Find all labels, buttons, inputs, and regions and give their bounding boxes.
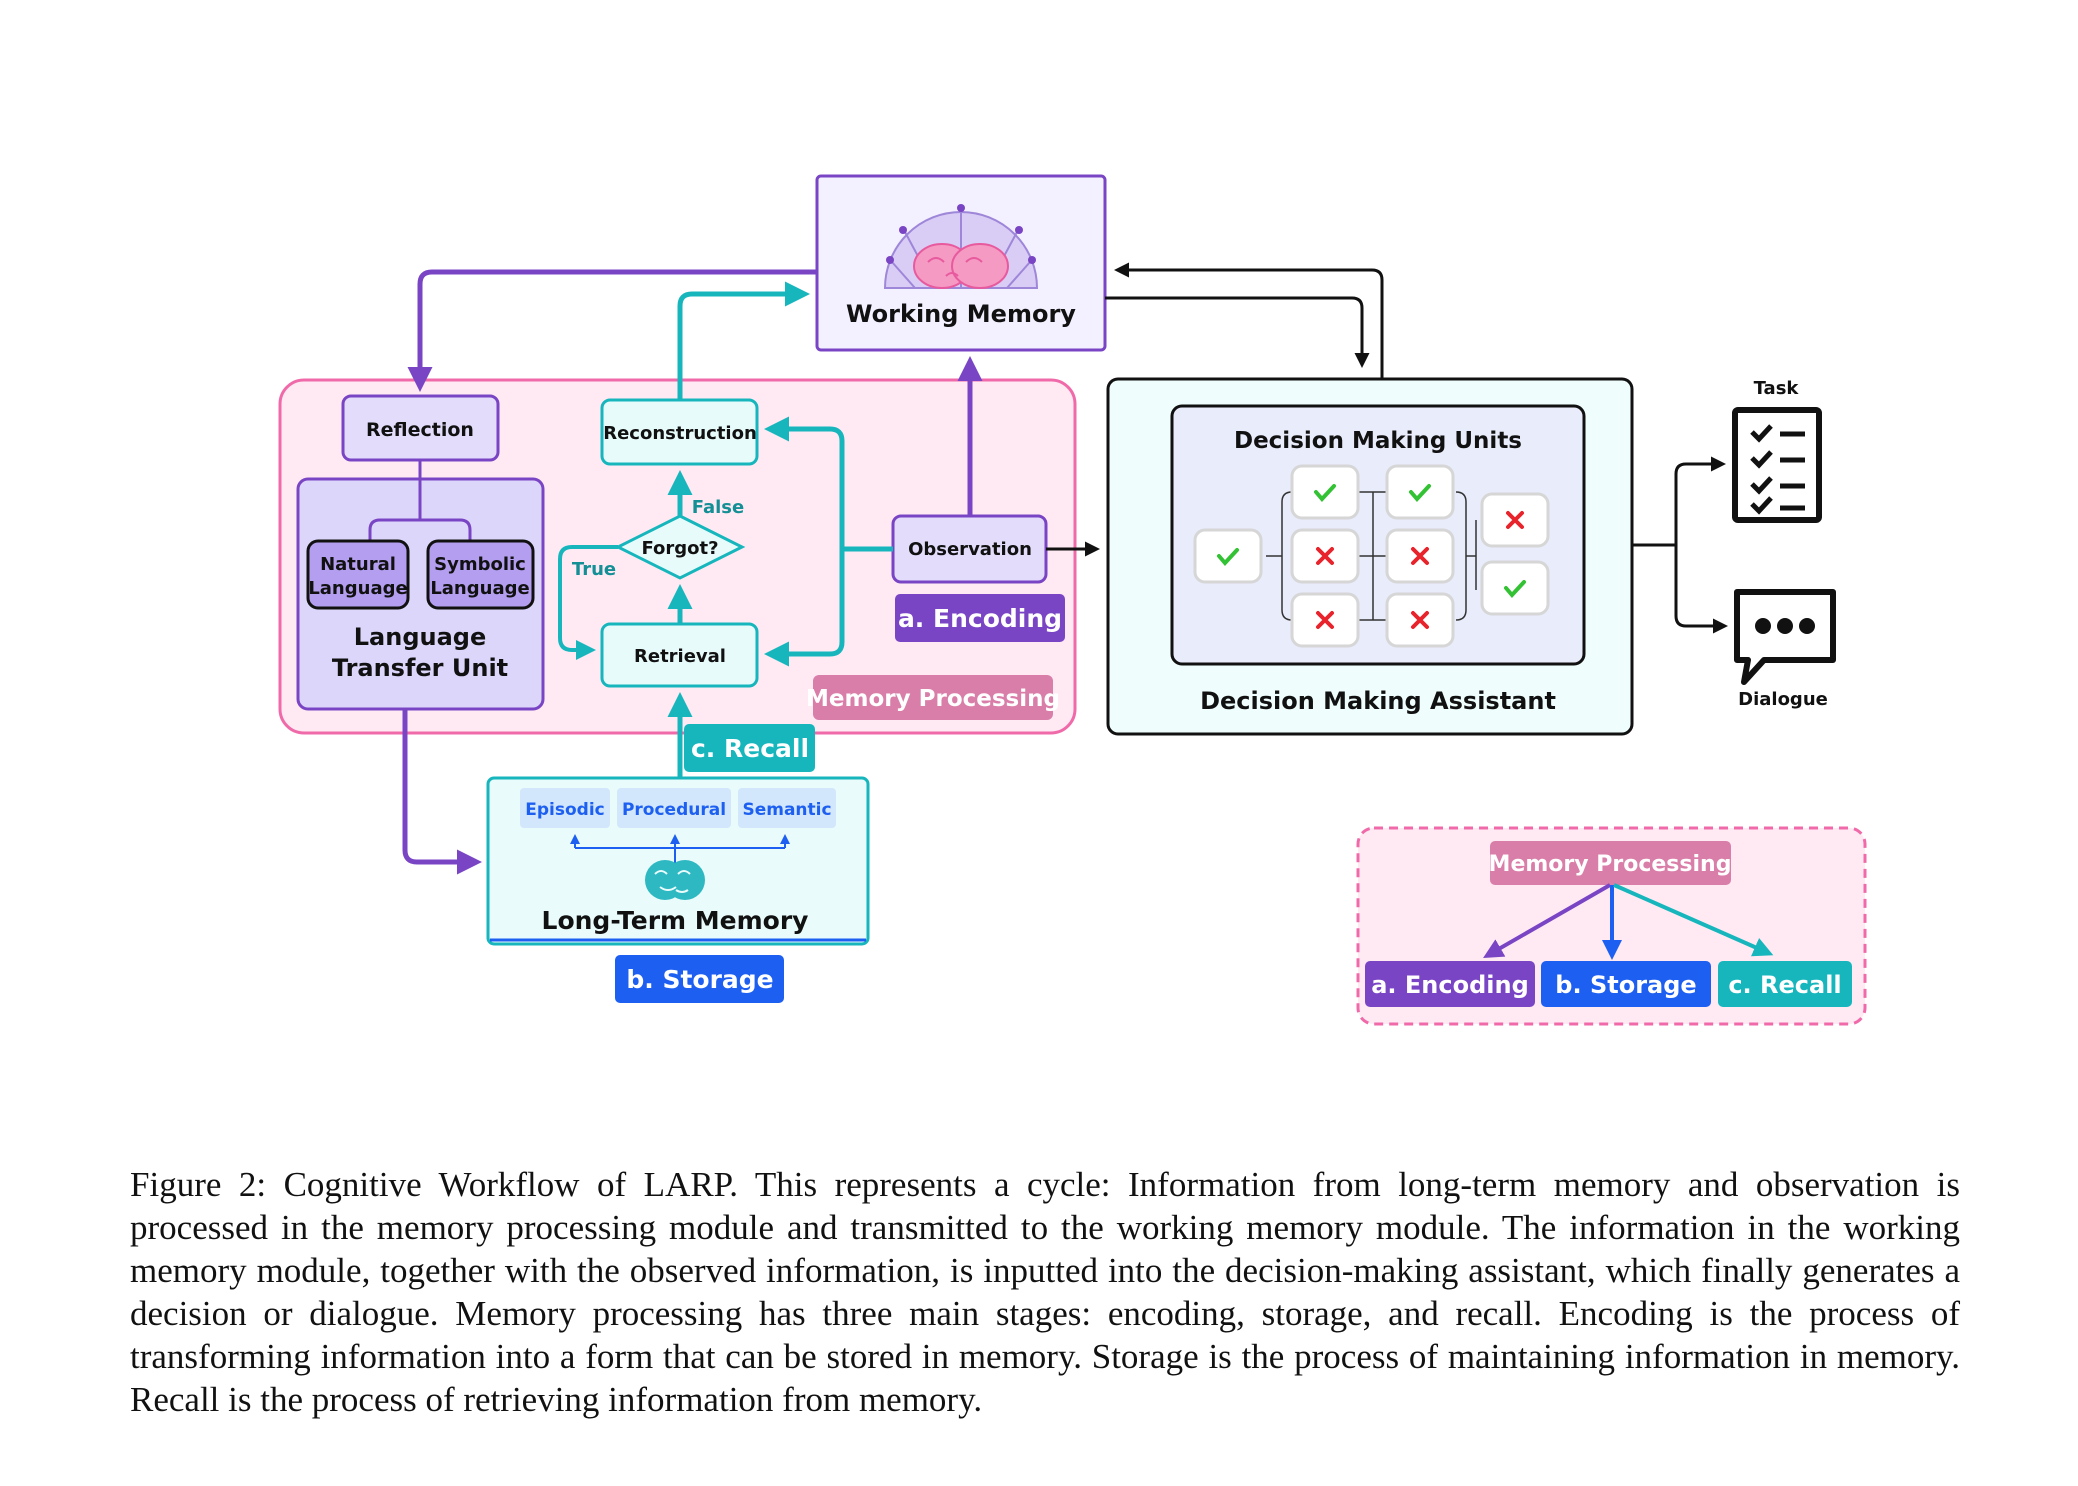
natural-language-label: Natural <box>320 554 396 575</box>
natural-language-box <box>306 539 410 610</box>
recall-tag <box>684 724 815 772</box>
semantic-label: Semantic <box>742 800 831 820</box>
dialogue-bubble-icon <box>1734 589 1836 685</box>
arrow-forgot-true-loop <box>558 545 618 660</box>
legend-storage <box>1541 961 1711 1007</box>
working-memory-label: Working Memory <box>846 300 1076 328</box>
legend-arrow-recall <box>1613 883 1774 957</box>
legend-root-label: Memory Processing <box>1489 852 1732 877</box>
cross-icon <box>1506 511 1524 529</box>
decision-unit-cross <box>1290 528 1360 584</box>
decision-grid-lines <box>1266 491 1477 621</box>
legend-storage-label: b. Storage <box>1555 971 1696 999</box>
check-icon <box>1217 548 1239 567</box>
arrow-observation-to-retrieval <box>764 549 845 667</box>
language-transfer-unit-label: Language <box>354 623 487 651</box>
episodic-label: Episodic <box>525 800 604 820</box>
decision-unit-check <box>1385 464 1455 520</box>
reconstruction-label: Reconstruction <box>603 423 757 444</box>
semantic-chip <box>738 788 836 828</box>
cross-icon <box>1316 547 1334 565</box>
observation-label: Observation <box>908 539 1032 560</box>
arrow-observation-to-reconstruction <box>764 416 893 552</box>
figure-caption: Figure 2: Cognitive Workflow of LARP. Th… <box>130 1165 1960 1419</box>
symbolic-language-label: Symbolic <box>434 554 526 575</box>
arrow-dma-to-wm <box>1114 262 1384 379</box>
decision-unit-cross <box>1290 592 1360 648</box>
natural-language-label-2: Language <box>308 578 407 599</box>
memory-processing-tag <box>813 675 1053 720</box>
language-transfer-unit-label-2: Transfer Unit <box>332 654 508 682</box>
storage-tag-label: b. Storage <box>626 965 773 994</box>
arrow-dma-to-task <box>1674 456 1726 545</box>
legend-encoding-label: a. Encoding <box>1371 971 1529 999</box>
legend-arrow-encoding <box>1483 883 1611 958</box>
check-icon <box>1504 580 1526 599</box>
false-label: False <box>692 497 744 518</box>
cross-icon <box>1316 611 1334 629</box>
true-label: True <box>572 559 616 580</box>
episodic-chip <box>520 788 610 828</box>
cross-icon <box>1411 611 1429 629</box>
decision-unit-check <box>1290 464 1360 520</box>
legend-recall <box>1718 961 1852 1007</box>
decision-making-units-label: Decision Making Units <box>1234 428 1522 454</box>
recall-tag-label: c. Recall <box>691 734 809 763</box>
check-icon <box>1409 484 1431 503</box>
encoding-tag-label: a. Encoding <box>898 604 1062 633</box>
decision-making-assistant-label: Decision Making Assistant <box>1200 687 1556 715</box>
memory-processing-tag-label: Memory Processing <box>806 686 1060 712</box>
symbolic-language-box <box>426 539 535 610</box>
task-label: Task <box>1754 378 1800 399</box>
cross-icon <box>1411 547 1429 565</box>
forgot-decision <box>614 514 746 580</box>
symbolic-language-label-2: Language <box>430 578 529 599</box>
arrow-ltu-to-ltm <box>402 709 482 875</box>
arrow-wm-to-dma <box>1105 296 1370 368</box>
workflow-diagram: Memory Processing Working Memory Reflect… <box>278 174 1867 1026</box>
legend-encoding <box>1365 961 1535 1007</box>
arrow-wm-to-reflection <box>407 269 817 392</box>
arrow-reconstruction-to-wm <box>677 281 810 400</box>
decision-unit-check <box>1480 560 1550 616</box>
retrieval-label: Retrieval <box>634 646 726 667</box>
arrow-dma-to-dialogue <box>1674 545 1728 634</box>
encoding-tag <box>895 594 1065 642</box>
decision-unit-check <box>1193 528 1263 584</box>
brain-circuit-icon <box>883 204 1039 289</box>
reflection-label: Reflection <box>366 419 474 441</box>
brain-icon <box>645 860 705 900</box>
decision-unit-cross <box>1385 592 1455 648</box>
forgot-label: Forgot? <box>641 538 718 559</box>
dialogue-label: Dialogue <box>1738 689 1828 710</box>
legend-recall-label: c. Recall <box>1728 971 1841 999</box>
legend-root <box>1490 841 1731 885</box>
decision-unit-cross <box>1480 492 1550 548</box>
decision-units <box>1193 464 1550 648</box>
storage-tag <box>615 955 784 1003</box>
procedural-chip <box>617 788 731 828</box>
long-term-memory-label: Long-Term Memory <box>542 906 809 935</box>
procedural-label: Procedural <box>622 800 726 820</box>
task-checklist-icon <box>1732 407 1822 523</box>
check-icon <box>1314 484 1336 503</box>
decision-unit-cross <box>1385 528 1455 584</box>
